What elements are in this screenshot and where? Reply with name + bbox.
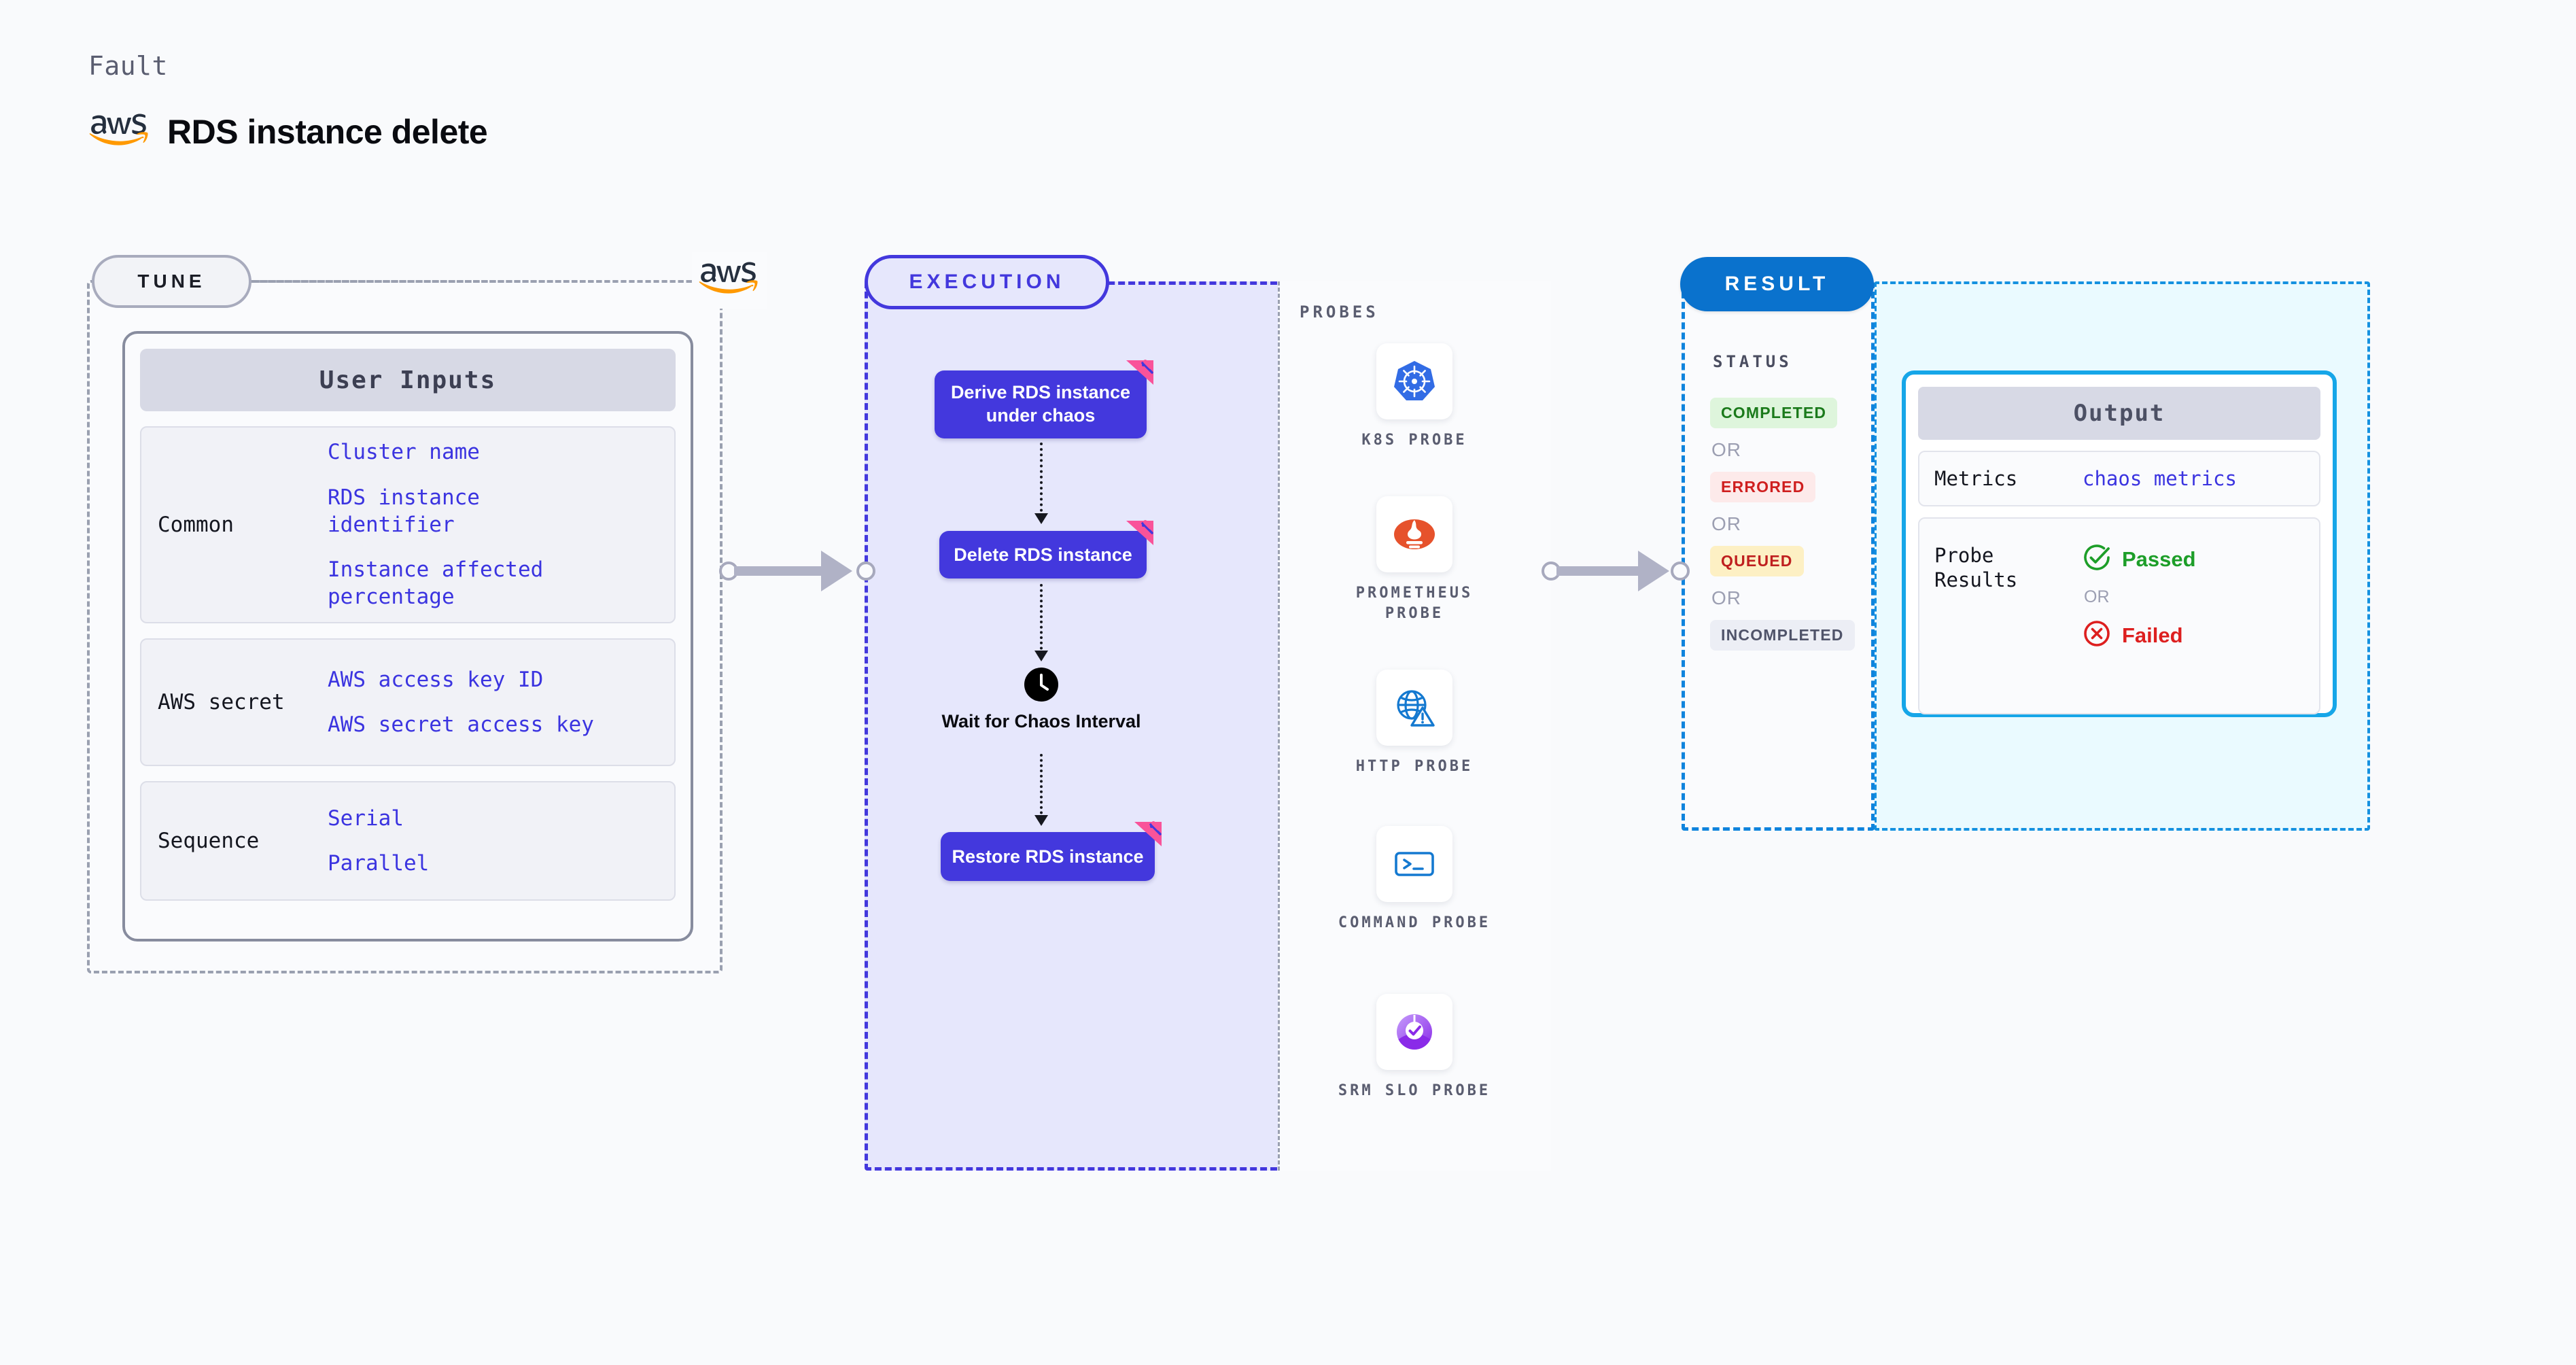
execution-step-wait: Wait for Chaos Interval bbox=[933, 667, 1150, 733]
terminal-icon bbox=[1376, 826, 1452, 902]
status-badge-errored: ERRORED bbox=[1710, 472, 1816, 502]
clock-icon bbox=[933, 667, 1150, 702]
probe-result-or-label: OR bbox=[2084, 587, 2110, 606]
probe-item-srm-slo[interactable]: SRM SLO PROBE bbox=[1334, 994, 1495, 1101]
input-group-label: Common bbox=[158, 512, 234, 537]
prometheus-icon bbox=[1376, 496, 1452, 572]
user-inputs-title: User Inputs bbox=[140, 349, 676, 411]
globe-warning-icon bbox=[1376, 670, 1452, 746]
page-eyebrow: Fault bbox=[88, 51, 168, 81]
status-list: COMPLETED OR ERRORED OR QUEUED OR INCOMP… bbox=[1710, 398, 1860, 651]
flow-arrow bbox=[1034, 443, 1048, 524]
probe-result-failed: Failed bbox=[2083, 619, 2196, 651]
status-badge-incompleted: INCOMPLETED bbox=[1710, 620, 1855, 651]
execution-badge: EXECUTION bbox=[865, 255, 1109, 309]
input-group-sequence: Sequence Serial Parallel bbox=[140, 781, 676, 901]
output-card: Output Metrics chaos metrics Probe Resul… bbox=[1902, 370, 2337, 717]
input-group-common: Common Cluster name RDS instance identif… bbox=[140, 426, 676, 623]
input-group-label: Sequence bbox=[158, 828, 260, 853]
tune-badge: TUNE bbox=[92, 255, 251, 308]
probe-item-k8s[interactable]: K8S PROBE bbox=[1334, 343, 1495, 451]
probe-item-prometheus[interactable]: PROMETHEUS PROBE bbox=[1334, 496, 1495, 623]
input-group-label: AWS secret bbox=[158, 689, 285, 714]
tune-badge-connector-line bbox=[251, 280, 700, 283]
status-or-label: OR bbox=[1711, 439, 1741, 460]
execution-step-derive[interactable]: Derive RDS instance under chaos bbox=[935, 370, 1147, 438]
probe-result-passed-label: Passed bbox=[2122, 547, 2196, 571]
execution-step-delete[interactable]: Delete RDS instance bbox=[939, 531, 1147, 578]
connector-tune-to-execution bbox=[719, 551, 875, 591]
probe-item-command[interactable]: COMMAND PROBE bbox=[1334, 826, 1495, 933]
output-row-metrics: Metrics chaos metrics bbox=[1918, 451, 2320, 506]
tune-aws-logo-icon bbox=[692, 252, 767, 309]
connector-execution-to-result bbox=[1542, 551, 1690, 591]
status-or-label: OR bbox=[1711, 513, 1741, 534]
flow-arrow bbox=[1034, 584, 1048, 661]
probe-result-failed-label: Failed bbox=[2122, 623, 2183, 647]
wait-step-label: Wait for Chaos Interval bbox=[941, 711, 1141, 731]
input-value[interactable]: Parallel bbox=[328, 851, 430, 876]
input-value[interactable]: Serial bbox=[328, 806, 404, 831]
kubernetes-icon bbox=[1376, 343, 1452, 419]
input-value[interactable]: AWS secret access key bbox=[328, 712, 594, 737]
page-title: RDS instance delete bbox=[167, 113, 488, 151]
probes-label: PROBES bbox=[1300, 303, 1379, 322]
status-badge-queued: QUEUED bbox=[1710, 546, 1804, 576]
probe-label: PROMETHEUS PROBE bbox=[1355, 585, 1474, 622]
aws-logo-icon bbox=[87, 112, 152, 152]
output-title: Output bbox=[1918, 387, 2320, 440]
probe-label: HTTP PROBE bbox=[1355, 758, 1474, 775]
input-value[interactable]: RDS instance identifier bbox=[328, 485, 480, 537]
status-or-label: OR bbox=[1711, 587, 1741, 608]
output-probe-results-key: Probe Results bbox=[1934, 544, 2018, 592]
execution-flow: Derive RDS instance under chaos Delete R… bbox=[865, 281, 1278, 1171]
output-metrics-value[interactable]: chaos metrics bbox=[2083, 467, 2237, 490]
probe-item-http[interactable]: HTTP PROBE bbox=[1334, 670, 1495, 777]
input-value[interactable]: Instance affected percentage bbox=[328, 557, 544, 610]
x-circle-icon bbox=[2083, 619, 2111, 651]
status-badge-completed: COMPLETED bbox=[1710, 398, 1838, 428]
probe-result-passed: Passed bbox=[2083, 543, 2196, 575]
input-group-aws-secret: AWS secret AWS access key ID AWS secret … bbox=[140, 638, 676, 766]
input-value[interactable]: Cluster name bbox=[328, 440, 480, 465]
probe-label: COMMAND PROBE bbox=[1338, 914, 1491, 931]
check-circle-icon bbox=[2083, 543, 2111, 575]
execution-step-restore[interactable]: Restore RDS instance bbox=[941, 832, 1155, 881]
output-metrics-key: Metrics bbox=[1934, 466, 2018, 490]
output-row-probe-results: Probe Results Passed OR bbox=[1918, 517, 2320, 714]
probe-label: K8S PROBE bbox=[1361, 432, 1467, 449]
page-title-row: RDS instance delete bbox=[87, 112, 488, 152]
input-value[interactable]: AWS access key ID bbox=[328, 667, 544, 692]
probe-label: SRM SLO PROBE bbox=[1338, 1082, 1491, 1099]
user-inputs-card: User Inputs Common Cluster name RDS inst… bbox=[122, 331, 693, 941]
srm-slo-icon bbox=[1376, 994, 1452, 1070]
flow-arrow bbox=[1034, 754, 1048, 826]
status-label: STATUS bbox=[1713, 352, 1792, 371]
result-badge: RESULT bbox=[1680, 257, 1874, 311]
